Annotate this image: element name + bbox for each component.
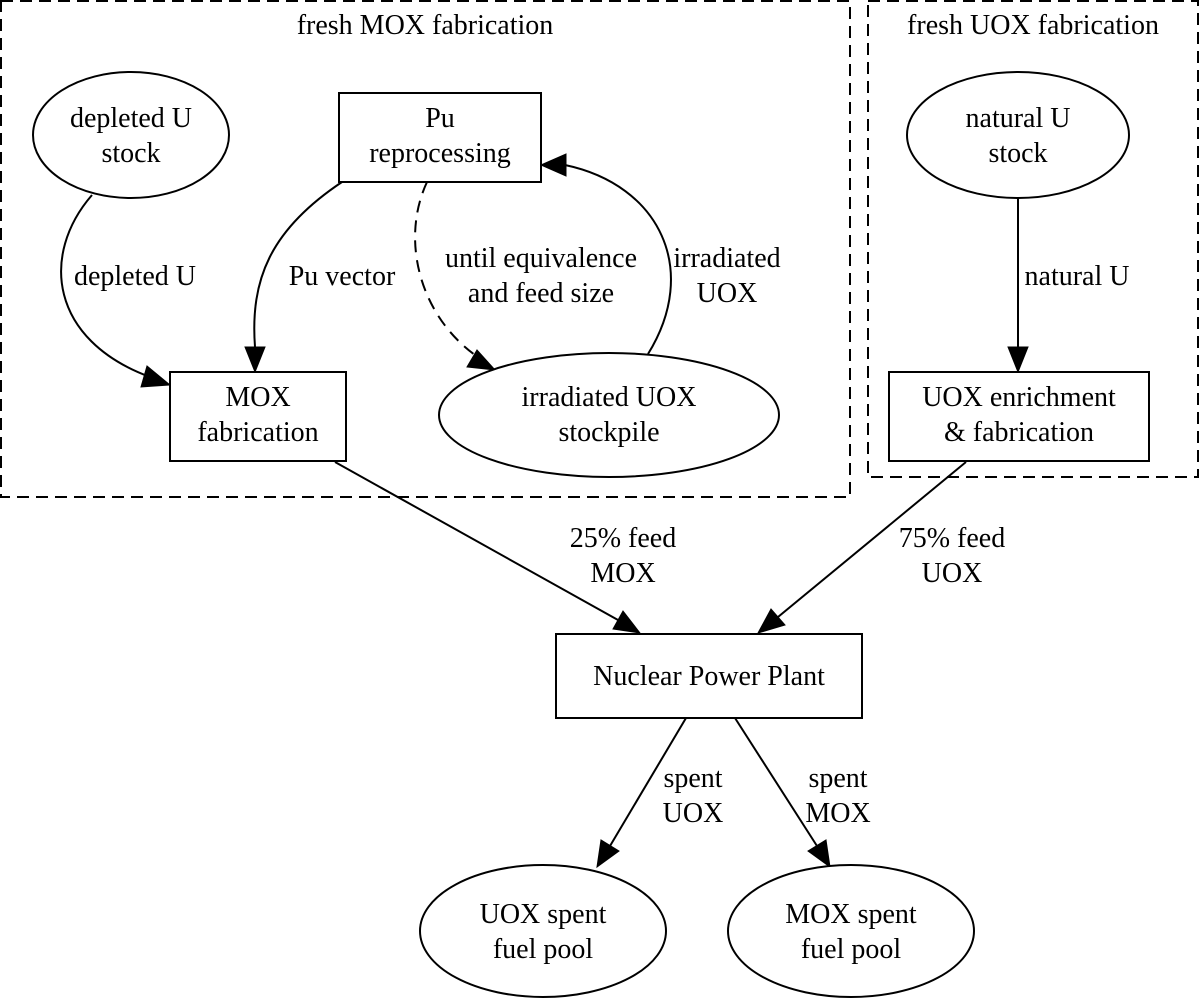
edge-label-line: Pu vector (289, 261, 396, 292)
node-nuclear-power-plant: Nuclear Power Plant (555, 633, 863, 719)
node-uox-spent-fuel-pool: UOX spent fuel pool (419, 864, 667, 998)
node-label-line: UOX enrichment (922, 382, 1116, 413)
node-label-line: Nuclear Power Plant (593, 661, 825, 692)
node-label-line: & fabrication (944, 417, 1094, 448)
node-label-line: fuel pool (493, 934, 594, 965)
node-label-line: stock (101, 138, 160, 169)
edge-pu-vector: Pu vector (244, 181, 396, 374)
node-label-line: irradiated UOX (522, 382, 697, 413)
edge-label-line: spent (808, 763, 867, 794)
node-depleted-u-stock: depleted U stock (32, 71, 230, 199)
edge-label-line: depleted U (74, 261, 196, 292)
node-label-line: Pu (425, 103, 455, 134)
node-label-line: depleted U (70, 103, 192, 134)
edge-label-line: and feed size (468, 278, 614, 309)
edge-feed-mox: 25% feed MOX (334, 461, 677, 634)
node-label-line: natural U (966, 103, 1071, 134)
node-natural-u-stock: natural U stock (906, 71, 1130, 199)
edge-spent-uox: spent UOX (596, 717, 724, 869)
node-label-line: stock (988, 138, 1047, 169)
edge-label-line: UOX (663, 798, 724, 829)
node-label-line: MOX spent (785, 899, 917, 930)
node-label-line: fuel pool (801, 934, 902, 965)
edge-depleted-u: depleted U (60, 194, 196, 388)
node-mox-fabrication: MOX fabrication (169, 371, 347, 462)
edge-label-line: until equivalence (445, 243, 637, 274)
edge-spent-mox: spent MOX (734, 717, 871, 869)
node-pu-reprocessing: Pu reprocessing (338, 92, 542, 183)
cluster-fresh-uox-fabrication: fresh UOX fabrication (867, 0, 1199, 478)
node-label-line: stockpile (558, 417, 659, 448)
node-label-line: fabrication (197, 417, 318, 448)
edge-label-line: irradiated (673, 243, 780, 274)
edge-label-line: spent (663, 763, 722, 794)
node-uox-enrichment-fabrication: UOX enrichment & fabrication (888, 371, 1150, 462)
edge-label-line: 25% feed (570, 523, 677, 554)
cluster-fresh-mox-fabrication: fresh MOX fabrication (0, 0, 851, 498)
node-mox-spent-fuel-pool: MOX spent fuel pool (727, 864, 975, 998)
node-label-line: reprocessing (369, 138, 511, 169)
node-label-line: MOX (225, 382, 290, 413)
edge-feed-uox: 75% feed UOX (756, 461, 1006, 634)
edge-natural-u: natural U (1007, 198, 1130, 374)
node-label-line: UOX spent (480, 899, 607, 930)
cluster-label: fresh MOX fabrication (297, 10, 554, 41)
edge-label-line: UOX (697, 278, 758, 309)
node-irradiated-uox-stockpile: irradiated UOX stockpile (438, 352, 780, 478)
cluster-label: fresh UOX fabrication (907, 10, 1159, 41)
edge-label-line: 75% feed (899, 523, 1006, 554)
edge-label-line: natural U (1025, 261, 1130, 292)
edge-label-line: MOX (590, 558, 655, 589)
edge-until-equivalence: until equivalence and feed size (414, 181, 637, 371)
edge-irradiated-uox: irradiated UOX (539, 153, 781, 355)
edge-label-line: MOX (805, 798, 870, 829)
edge-label-line: UOX (922, 558, 983, 589)
